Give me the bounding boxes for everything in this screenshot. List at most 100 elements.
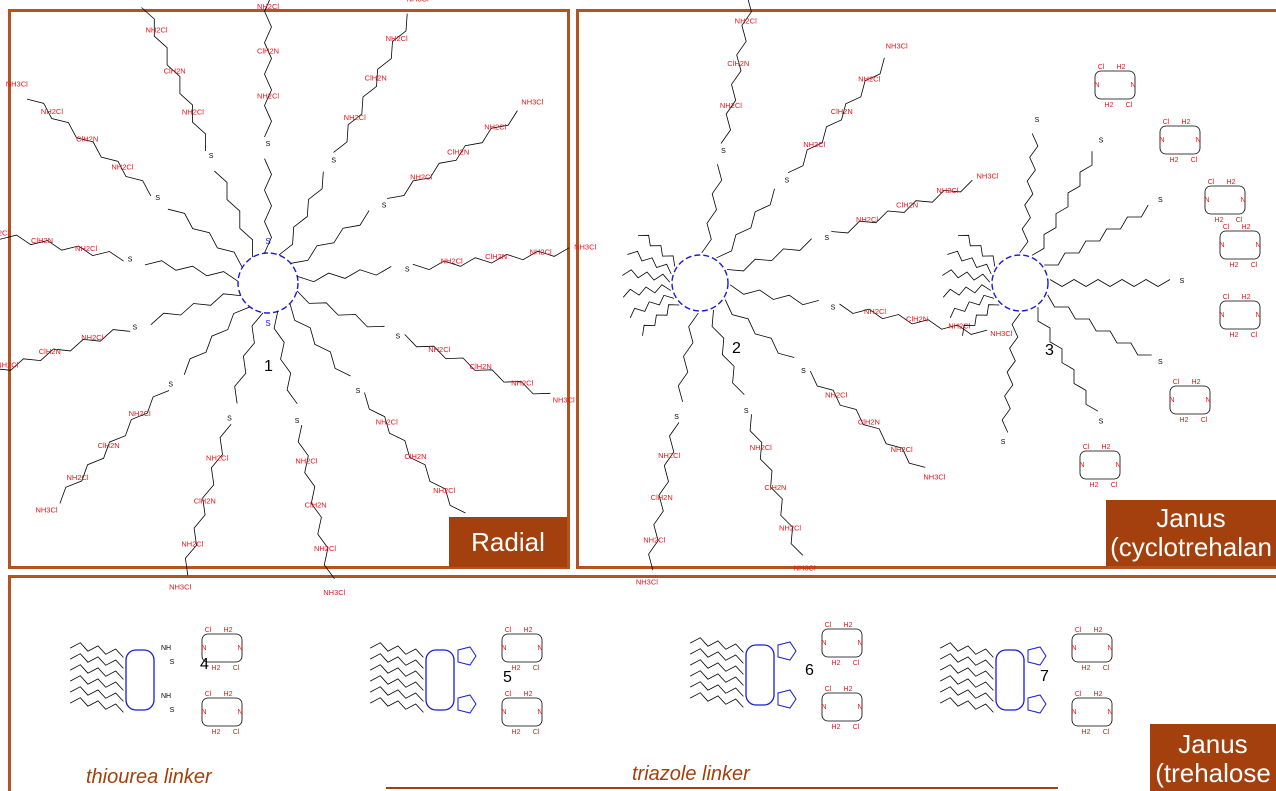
c1-arm-6-amine-label-2: NH2Cl [314, 544, 336, 553]
c2-arm-3-linker-chain [729, 284, 819, 306]
c1-arm-9-amine-label-1: ClH2N [39, 347, 61, 356]
triazole-linker-caption: triazole linker [632, 763, 750, 785]
c7-cyclam-0-cl-2: Cl [1103, 665, 1110, 672]
c3-hexanoyl-2 [942, 284, 992, 298]
c2-arm-0-amine-chain [720, 0, 752, 144]
c7-hexanoyl-1 [940, 653, 994, 669]
c4-cyclam-1-ring [201, 697, 243, 727]
c4-cyclam-1-n-2: N [237, 709, 242, 716]
c1-arm-1-amine-label-2: NH2Cl [386, 34, 408, 43]
c5-cyclam-0-n-2: N [537, 645, 542, 652]
c3-cyclam-4-ring [1219, 300, 1261, 330]
c3-cyclam-0-ring [1094, 70, 1136, 100]
c5-triazole-1 [457, 694, 477, 714]
c2-arm-6-amine-label-2: NH2Cl [643, 535, 665, 544]
c1-arm-4-amine-label-3: NH3Cl [553, 395, 575, 404]
trehalose-tag: Janus (trehalose [1150, 724, 1276, 791]
c6-cyclam-1-ring [821, 692, 863, 722]
c6-cyclam-0-h2-2: H2 [832, 660, 841, 667]
c1-arm-5-amine-label-1: ClH2N [404, 452, 426, 461]
radial-tag-text: Radial [471, 526, 545, 557]
c5-cyclam-0-cl-1: Cl [505, 627, 512, 634]
c2-arm-3-thiourea-s: S [831, 304, 836, 311]
c1-arm-6-thiourea-s: S [295, 418, 300, 425]
c1-arm-9-amine-label-2: NH2Cl [0, 361, 19, 370]
c7-hexanoyl-0 [940, 642, 994, 658]
c1-arm-5-linker-chain [289, 303, 351, 377]
cyclotrehalan-tag-line2: (cyclotrehalan [1110, 532, 1272, 562]
c1-arm-12-amine-label-2: NH2Cl [145, 26, 167, 35]
c3-cyclam-0-h2-1: H2 [1117, 64, 1126, 71]
c7-cyclam-1-h2-2: H2 [1082, 729, 1091, 736]
c2-core [671, 254, 729, 312]
c1-arm-9-amine-chain [0, 329, 131, 371]
c4-thiourea-s-1: S [170, 707, 175, 714]
c1-arm-10-linker-chain [144, 260, 239, 282]
compound-3-label: 3 [1045, 342, 1054, 359]
c3-cyclam-6-n-1: N [1079, 462, 1084, 469]
c1-arm-4-amine-label-0: NH2Cl [428, 345, 450, 354]
c1-arm-0-amine-chain [264, 0, 272, 138]
c2-arm-5-amine-label-3: NH3Cl [794, 564, 816, 573]
c3-cyclam-0-h2-2: H2 [1105, 102, 1114, 109]
c1-arm-3-amine-chain [412, 247, 570, 271]
c3-cyclam-3-n-2: N [1255, 242, 1260, 249]
c4-hexanoyl-0 [70, 642, 124, 658]
c3-cyclam-1-cl-1: Cl [1163, 119, 1170, 126]
c1-arm-4-amine-label-2: NH2Cl [511, 379, 533, 388]
c1-arm-0-linker-chain [264, 158, 272, 254]
c5-cyclam-1-cl-2: Cl [533, 729, 540, 736]
c3-cyclam-4-h2-2: H2 [1230, 332, 1239, 339]
c3-cyclam-0-cl-1: Cl [1098, 64, 1105, 71]
trehalose-panel [8, 575, 1276, 791]
c3-cyclam-5-cl-1: Cl [1173, 379, 1180, 386]
c3-cyclam-0-n-2: N [1130, 82, 1135, 89]
c5-hexanoyl-4 [370, 686, 424, 702]
c2-arm-0-linker-chain [701, 164, 723, 254]
c2-arm-6-amine-label-1: ClH2N [651, 493, 673, 502]
c7-cyclam-1-cl-1: Cl [1075, 691, 1082, 698]
c3-arm-2 [1044, 204, 1149, 266]
c1-arm-3-amine-label-1: ClH2N [485, 252, 507, 261]
c1-arm-7-amine-label-0: NH2Cl [206, 454, 228, 463]
c1-arm-10-amine-label-0: NH2Cl [75, 244, 97, 253]
c3-cyclam-1-n-1: N [1159, 137, 1164, 144]
c1-arm-5-thiourea-s: S [356, 388, 361, 395]
c4-cyclam-1-cl-1: Cl [205, 691, 212, 698]
c3-arm-4 [1047, 294, 1152, 356]
c3-cyclam-3-cl-2: Cl [1251, 262, 1258, 269]
c4-hexanoyl-4 [70, 686, 124, 702]
c1-arm-3-amine-label-2: NH2Cl [530, 247, 552, 256]
c3-cyclam-4-cl-2: Cl [1251, 332, 1258, 339]
compound-7-label: 7 [1040, 668, 1049, 685]
c7-cyclam-0-ring [1071, 633, 1113, 663]
c2-arm-4-amine-label-2: NH2Cl [891, 445, 913, 454]
compound-6-label: 6 [805, 662, 814, 679]
c6-hexanoyl-3 [690, 670, 744, 686]
c2-arm-2-amine-chain [831, 179, 973, 234]
c4-hexanoyl-3 [70, 675, 124, 691]
c6-cyclam-0-h2-1: H2 [844, 622, 853, 629]
c1-arm-2-thiourea-s: S [382, 203, 387, 210]
c6-disaccharide [745, 644, 775, 706]
c6-hexanoyl-1 [690, 648, 744, 664]
c2-arm-6-amine-label-0: NH2Cl [658, 451, 680, 460]
trehalose-tag-line1: Janus [1178, 729, 1248, 759]
c3-cyclam-6-cl-2: Cl [1111, 482, 1118, 489]
c1-arm-11-linker-chain [167, 208, 243, 268]
c5-cyclam-1-h2-1: H2 [524, 691, 533, 698]
c3-cyclam-3-h2-1: H2 [1242, 224, 1251, 231]
c1-arm-12-thiourea-s: S [209, 153, 214, 160]
c1-arm-3-amine-label-3: NH3Cl [574, 243, 596, 252]
c4-thiourea-nh-1: NH [161, 693, 171, 700]
c1-arm-10-amine-label-2: NH2Cl [0, 228, 9, 237]
c1-arm-3-thiourea-s: S [405, 266, 410, 273]
c3-arm-4-s: S [1158, 359, 1163, 366]
c3-arm-0-s: S [1035, 117, 1040, 124]
c6-cyclam-0-ring [821, 628, 863, 658]
cyclotrehalan-tag-line1: Janus [1156, 503, 1226, 533]
c1-arm-12-amine-label-0: NH2Cl [182, 107, 204, 116]
c2-arm-5-amine-label-0: NH2Cl [750, 443, 772, 452]
